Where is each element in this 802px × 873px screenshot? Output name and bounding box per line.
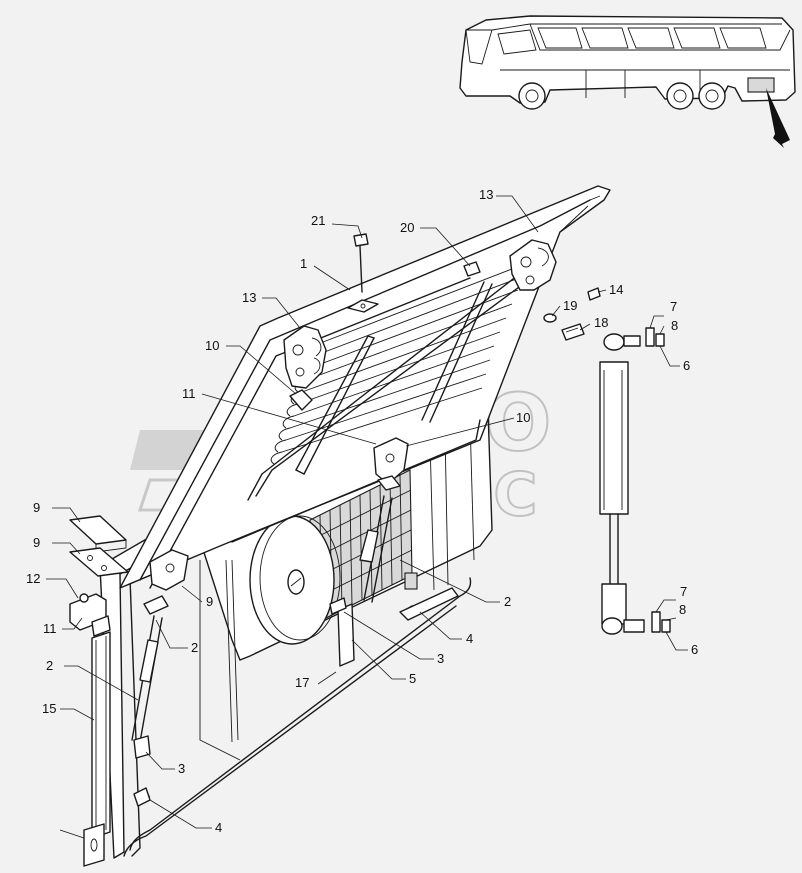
callout-c3a: 3 [437,651,444,666]
callout-c14: 14 [609,282,623,297]
gas-strut-2-left [131,615,163,743]
lower-rail-4 [399,587,459,621]
screw-14 [587,287,601,301]
callout-c9c: 9 [206,594,213,609]
gas-strut-exploded [599,333,645,635]
callout-c9b: 9 [33,535,40,550]
pad-9-bottom [69,547,129,577]
callout-c1: 1 [300,256,307,271]
catch-assembly-12 [69,593,111,637]
callout-c2c: 2 [46,658,53,673]
mount-plate [347,299,379,313]
callout-c17: 17 [295,675,309,690]
location-arrow [766,88,790,148]
callout-c7b: 7 [680,584,687,599]
callout-c5: 5 [409,671,416,686]
callout-c13a: 13 [479,187,493,202]
callout-c4a: 4 [466,631,473,646]
callout-c4b: 4 [215,820,222,835]
callout-c2b: 2 [191,640,198,655]
engine-bay [199,409,493,761]
gas-strut-upper-left [295,335,375,475]
callout-labels: 21 20 13 1 13 14 19 7 18 8 10 6 11 10 9 9 12 9 2 7 8 11 4 2 6 3 2 1… [26,187,698,835]
callout-c10b: 10 [516,410,530,425]
bus-wheels [518,82,726,110]
callout-c8b: 8 [679,602,686,617]
pivot-bracket-10 [373,437,409,491]
bus-windows [497,27,767,55]
lower-bracket-9 [133,549,189,759]
leader-lines [46,195,688,829]
pivot-bracket-11 [289,389,313,411]
callout-c19: 19 [563,298,577,313]
lower-rail-4b [133,787,151,807]
callout-c21: 21 [311,213,325,228]
callout-c6b: 6 [691,642,698,657]
callout-c11a: 11 [182,386,196,401]
fan-pulley [249,515,341,645]
bracket-5 [337,603,355,667]
support-post-15 [59,631,111,867]
bus-engine-grille [747,77,775,93]
callout-c13b: 13 [242,290,256,305]
callout-c2a: 2 [504,594,511,609]
bracket-3-upper [329,597,347,615]
bolt-21 [353,233,369,293]
callout-c12: 12 [26,571,40,586]
hinge-13-left [283,325,327,389]
nut-20 [463,261,481,277]
bolt-18 [561,323,585,341]
callout-c10a: 10 [205,338,219,353]
gas-strut-2-lower-center [359,495,393,603]
radiator-mount [404,572,418,590]
callout-c18: 18 [594,315,608,330]
bus-location-thumbnail [459,15,796,148]
pad-9-top [69,515,127,553]
callout-c3b: 3 [178,761,185,776]
hinge-13-right [509,239,557,291]
callout-c6a: 6 [683,358,690,373]
gas-strut-upper-right [421,281,493,423]
callout-c8a: 8 [671,318,678,333]
end-fittings-exploded [645,327,671,633]
callout-c9a: 9 [33,500,40,515]
callout-c20: 20 [400,220,414,235]
callout-c15: 15 [42,701,56,716]
callout-c7a: 7 [670,299,677,314]
washer-19 [543,313,557,323]
callout-c11b: 11 [43,621,57,636]
